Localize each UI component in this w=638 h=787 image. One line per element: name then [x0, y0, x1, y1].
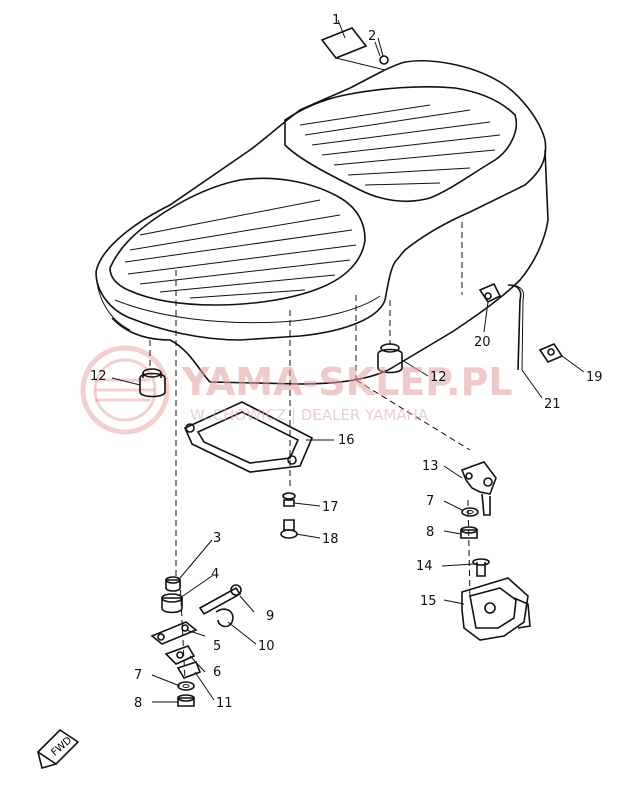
- rubber-damper-right: [377, 343, 403, 374]
- bolt-14: [472, 558, 490, 577]
- callout-16: 16: [338, 433, 355, 448]
- nut-8-right: [460, 526, 478, 539]
- washer-7-lower: [177, 681, 195, 691]
- callout-18: 18: [322, 532, 339, 547]
- seat-badge: [320, 19, 389, 71]
- assembly-lines: [149, 222, 471, 681]
- callout-1: 1: [332, 13, 340, 28]
- callout-8-right: 8: [426, 525, 434, 540]
- callout-10: 10: [258, 639, 275, 654]
- callout-7-lower: 7: [134, 668, 142, 683]
- callout-12-right: 12: [430, 370, 447, 385]
- watermark-logo: [80, 345, 170, 435]
- callout-3: 3: [213, 531, 221, 546]
- washer-7-right: [461, 507, 479, 517]
- watermark-brand: YAMA-SKLEP.PL: [181, 360, 513, 404]
- cable-end-19: [538, 343, 564, 363]
- bracket-11: [176, 661, 202, 679]
- collar-17: [282, 492, 296, 507]
- callout-21: 21: [544, 397, 561, 412]
- callout-2: 2: [368, 29, 376, 44]
- collar-3: [165, 576, 181, 592]
- seat-lock-assembly-15: [461, 577, 531, 641]
- callout-6: 6: [213, 665, 221, 680]
- pin-9: [198, 584, 242, 616]
- seat-lock-13: [460, 461, 497, 516]
- callout-8-lower: 8: [134, 696, 142, 711]
- bracket-5: [150, 621, 198, 645]
- callout-9: 9: [266, 609, 274, 624]
- callout-19: 19: [586, 370, 603, 385]
- seat: [95, 60, 549, 385]
- callout-labels: 1 2 3 4 5 6 7 7 8 8 9 10 11 12 12 13 14 …: [90, 13, 603, 711]
- watermark-subtitle: W..CHOWICZ | DEALER YAMAHA: [190, 406, 429, 424]
- bolt-18: [280, 519, 298, 539]
- fwd-label: FWD: [49, 735, 74, 759]
- callout-13: 13: [422, 459, 439, 474]
- callout-4: 4: [211, 567, 219, 582]
- callout-15: 15: [420, 594, 437, 609]
- leader-lines: [111, 41, 585, 703]
- clip-10: [215, 608, 234, 628]
- tool-tray: [183, 401, 314, 473]
- clip-20: [478, 282, 502, 304]
- callout-7-right: 7: [426, 494, 434, 509]
- callout-11: 11: [216, 696, 233, 711]
- fwd-arrow: FWD: [36, 728, 80, 769]
- plate-6: [164, 645, 196, 665]
- nut-8-lower: [177, 694, 195, 707]
- callout-12-left: 12: [90, 369, 107, 384]
- callout-20: 20: [474, 335, 491, 350]
- callout-5: 5: [213, 639, 221, 654]
- damper-4: [161, 593, 183, 614]
- rubber-damper-left: [139, 368, 166, 398]
- callout-14: 14: [416, 559, 433, 574]
- cable-21: [507, 284, 525, 371]
- callout-17: 17: [322, 500, 339, 515]
